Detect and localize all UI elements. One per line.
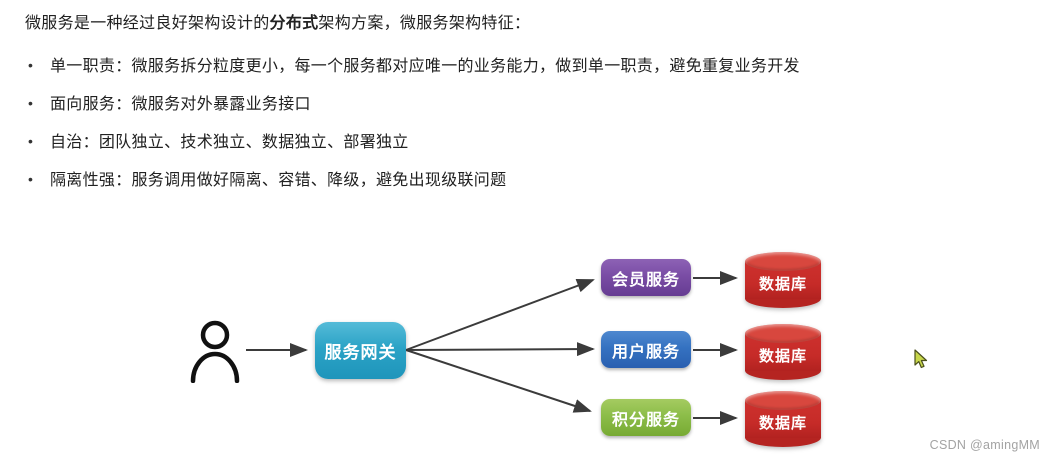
bullet-item-isolation: • 隔离性强：服务调用做好隔离、容错、降级，避免出现级联问题 xyxy=(28,169,506,191)
bullet-text: 隔离性强：服务调用做好隔离、容错、降级，避免出现级联问题 xyxy=(50,172,507,189)
member-service-label: 会员服务 xyxy=(611,271,680,289)
bullet-dot: • xyxy=(28,57,34,73)
bullet-item-single-responsibility: • 单一职责：微服务拆分粒度更小，每一个服务都对应唯一的业务能力，做到单一职责，避… xyxy=(28,55,800,77)
user-service-node: 用户服务 xyxy=(601,331,691,368)
database-label: 数据库 xyxy=(758,348,807,365)
bullet-text: 自治：团队独立、技术独立、数据独立、部署独立 xyxy=(50,134,409,151)
database-label: 数据库 xyxy=(758,415,807,432)
database-label: 数据库 xyxy=(758,276,807,293)
database-cylinder: 数据库 xyxy=(745,324,821,380)
title-prefix: 微服务是一种经过良好架构设计的 xyxy=(25,15,270,32)
bullet-text: 单一职责：微服务拆分粒度更小，每一个服务都对应唯一的业务能力，做到单一职责，避免… xyxy=(50,58,800,75)
bullet-dot: • xyxy=(28,171,34,187)
database-cylinder: 数据库 xyxy=(745,252,821,308)
watermark-text: CSDN @amingMM xyxy=(929,438,1040,452)
bullet-item-service-oriented: • 面向服务：微服务对外暴露业务接口 xyxy=(28,93,311,115)
database-cylinder-top xyxy=(745,324,821,343)
page-title: 微服务是一种经过良好架构设计的分布式架构方案，微服务架构特征： xyxy=(25,13,530,34)
title-suffix: 架构方案，微服务架构特征： xyxy=(318,15,531,32)
bullet-text: 面向服务：微服务对外暴露业务接口 xyxy=(50,96,311,113)
user-service-label: 用户服务 xyxy=(611,343,680,361)
mouse-cursor-icon xyxy=(914,349,928,369)
bullet-item-autonomy: • 自治：团队独立、技术独立、数据独立、部署独立 xyxy=(28,131,409,153)
service-gateway-label: 服务网关 xyxy=(324,343,397,362)
points-service-label: 积分服务 xyxy=(611,411,680,429)
database-cylinder-top xyxy=(745,252,821,271)
title-bold-term: 分布式 xyxy=(269,15,319,32)
points-service-node: 积分服务 xyxy=(601,399,691,436)
bullet-dot: • xyxy=(28,133,34,149)
database-cylinder-top xyxy=(745,391,821,410)
service-gateway-node: 服务网关 xyxy=(315,322,406,379)
member-service-node: 会员服务 xyxy=(601,259,691,296)
database-cylinder: 数据库 xyxy=(745,391,821,447)
bullet-dot: • xyxy=(28,95,34,111)
user-person-icon xyxy=(190,320,240,383)
